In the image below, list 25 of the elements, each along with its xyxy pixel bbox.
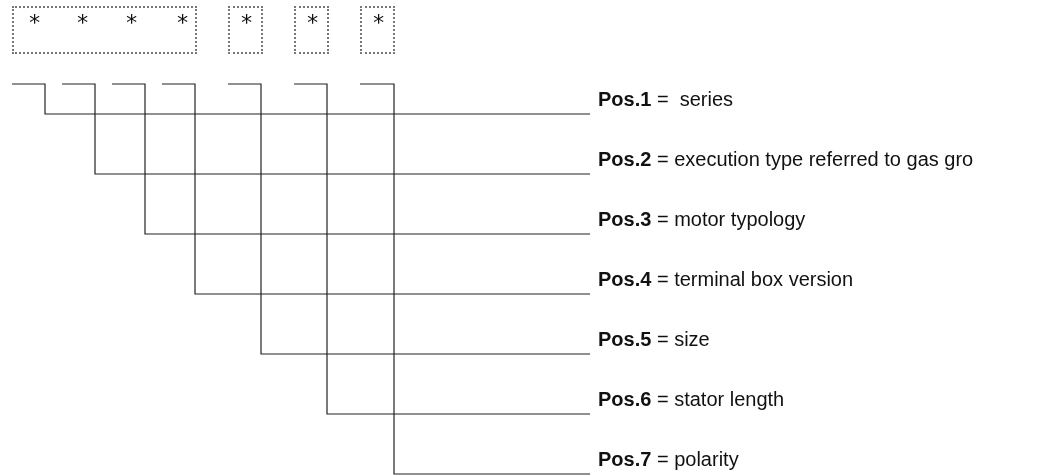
wildcard-symbol: * <box>240 12 254 34</box>
position-description: Pos.7 = polarity <box>597 447 739 472</box>
leader-line <box>161 83 591 295</box>
position-description: Pos.2 = execution type referred to gas gro <box>597 147 974 172</box>
leader-line <box>293 83 591 415</box>
code-field <box>12 6 197 54</box>
code-field <box>360 6 395 54</box>
position-description: Pos.3 = motor typology <box>597 207 806 232</box>
code-field <box>294 6 329 54</box>
position-description: Pos.1 = series <box>597 87 734 112</box>
wildcard-symbol: * <box>306 12 320 34</box>
wildcard-symbol: * <box>372 12 386 34</box>
wildcard-symbol: * <box>28 12 42 34</box>
code-field <box>228 6 263 54</box>
leader-line <box>11 83 591 115</box>
wildcard-symbol: * <box>176 12 190 34</box>
position-description: Pos.5 = size <box>597 327 710 352</box>
wildcard-symbol: * <box>76 12 90 34</box>
leader-line <box>61 83 591 175</box>
wildcard-symbol: * <box>125 12 139 34</box>
position-description: Pos.6 = stator length <box>597 387 785 412</box>
leader-line <box>111 83 591 235</box>
position-description: Pos.4 = terminal box version <box>597 267 854 292</box>
leader-line <box>227 83 591 355</box>
leader-line <box>359 83 591 475</box>
